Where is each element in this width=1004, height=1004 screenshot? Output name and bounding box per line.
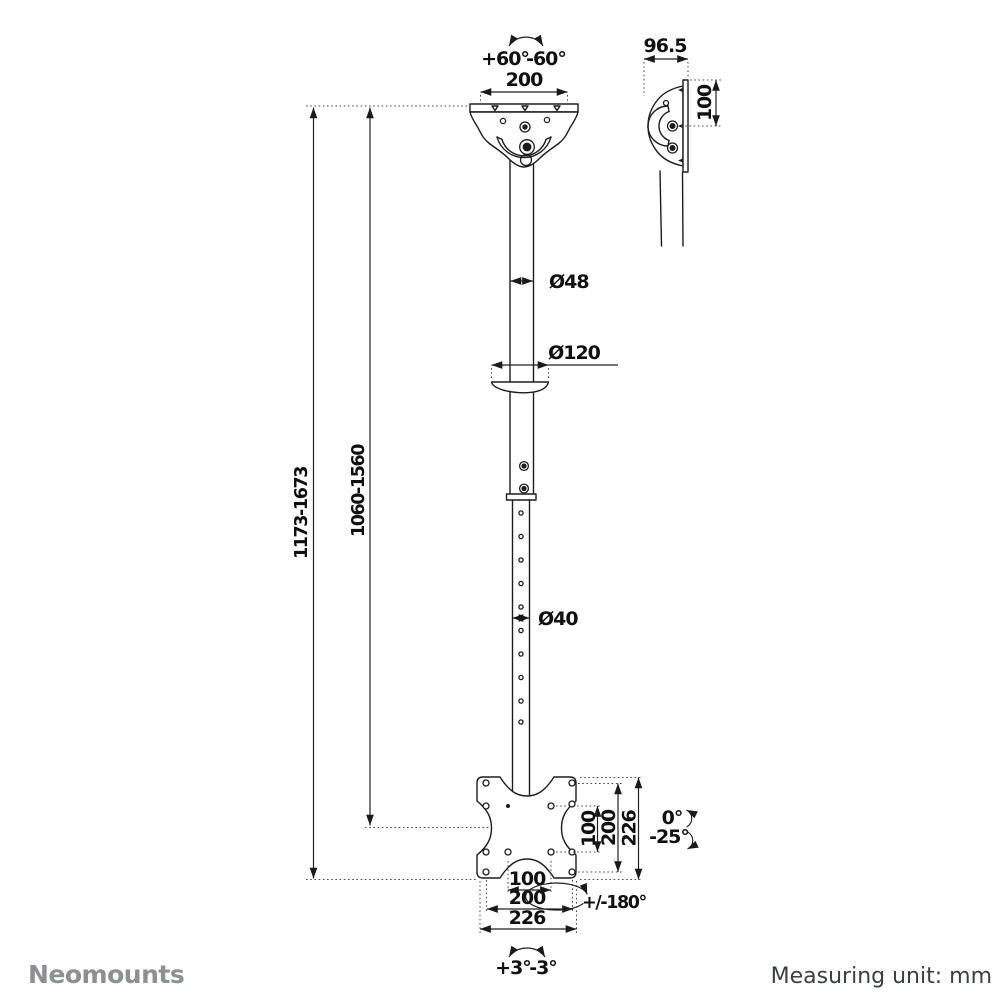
ceiling-collar xyxy=(490,381,550,394)
lower-pole xyxy=(511,499,531,798)
rotation-ellipse xyxy=(525,882,588,911)
dim-label-rotation: +/-180° xyxy=(582,893,646,913)
dim-label-inner-height: 1060-1560 xyxy=(349,444,369,537)
vesa-plate xyxy=(476,776,577,879)
swivel-bracket xyxy=(469,111,579,168)
dim-label-vesa-v-inner: 100 xyxy=(578,810,600,847)
pole-joint-flange xyxy=(505,493,537,501)
dim-label-vesa-h-plate: 226 xyxy=(509,907,546,929)
ceiling-plate-hole-marks xyxy=(491,105,561,112)
dim-label-vesa-h-inner: 100 xyxy=(509,868,546,890)
swivel-slot xyxy=(496,136,552,159)
swivel-arc xyxy=(508,34,544,47)
dim-label-side-depth: 96.5 xyxy=(644,35,687,57)
dim-label-side-spacing: 100 xyxy=(694,84,716,121)
dim-label-level-neg: -3° xyxy=(529,957,557,979)
front-view xyxy=(469,103,579,879)
side-plate-hole-marks xyxy=(678,87,684,163)
dim-label-vesa-v-plate: 226 xyxy=(619,809,641,846)
measuring-unit-note: Measuring unit: mm xyxy=(770,964,992,989)
brand-logo: Neomounts xyxy=(28,960,185,989)
side-pole xyxy=(659,170,684,247)
dim-label-top-width: 200 xyxy=(506,69,543,91)
dim-label-tilt-up: 0° xyxy=(662,807,683,829)
dim-label-swivel-pos: +60° xyxy=(481,48,529,70)
dim-label-swivel-neg: -60° xyxy=(526,48,566,70)
tilt-arc-up xyxy=(686,809,698,828)
dim-label-upper-dia: Ø48 xyxy=(549,271,589,293)
dim-label-level-pos: +3° xyxy=(495,957,531,979)
bracket-hole-left xyxy=(499,117,507,125)
dim-label-total-height: 1173-1673 xyxy=(292,467,312,559)
upper-pole xyxy=(509,157,535,495)
tilt-arc-down xyxy=(687,831,699,850)
dim-label-vesa-v-outer: 200 xyxy=(598,809,620,846)
angle-annotations: 0° -25° +/-180° +3° -3° xyxy=(495,807,699,979)
bracket-hole-right xyxy=(543,116,551,124)
dim-label-lower-dia: Ø40 xyxy=(538,608,578,630)
level-arc xyxy=(508,945,546,958)
dim-label-collar-dia: Ø120 xyxy=(548,342,601,364)
dim-label-tilt-down: -25° xyxy=(649,826,689,848)
dimensions: 200 +60° -60° 96.5 100 Ø48 Ø120 Ø40 1173… xyxy=(292,34,723,933)
vesa-holes xyxy=(482,779,576,876)
dim-label-vesa-h-outer: 200 xyxy=(509,887,546,909)
side-view xyxy=(647,79,689,247)
side-hole xyxy=(662,99,670,107)
